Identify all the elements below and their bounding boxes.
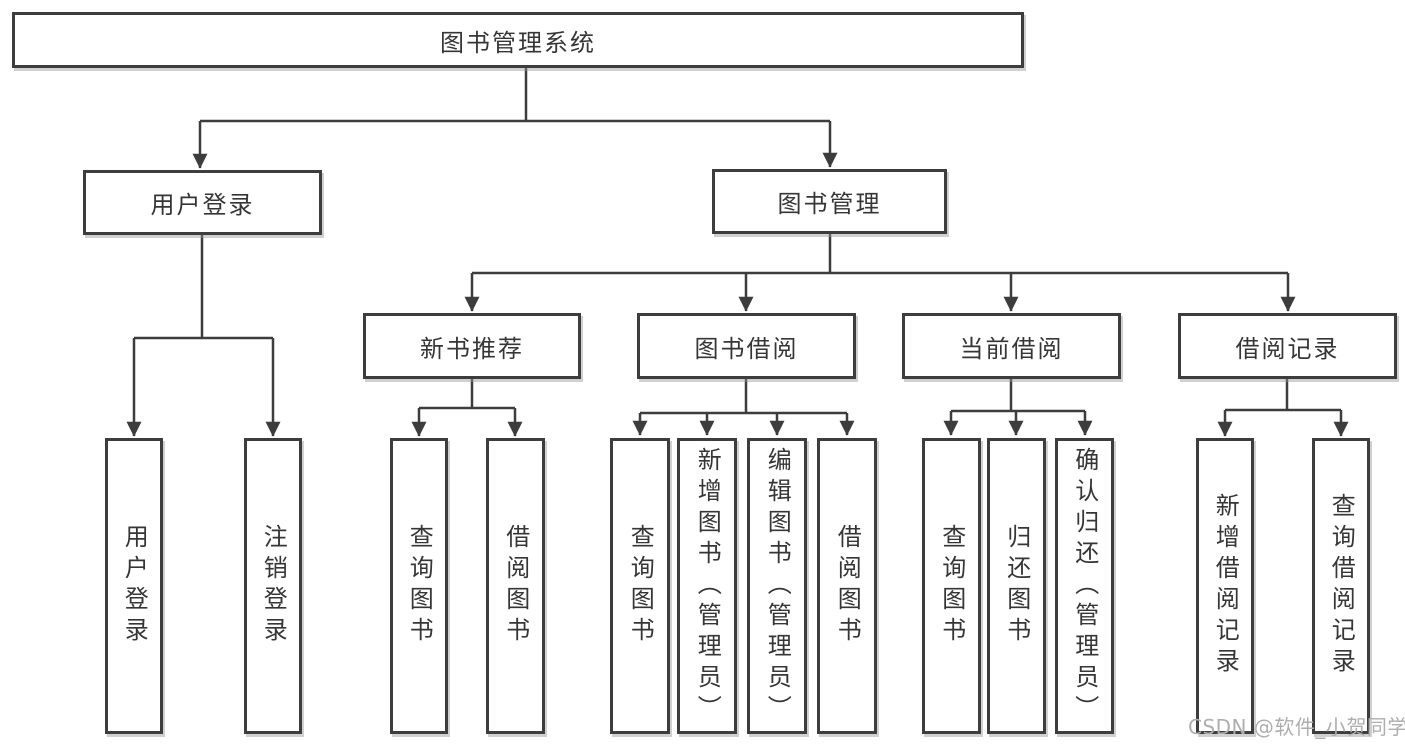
leaf-nbr-borrow-books: 借阅图书 bbox=[486, 438, 545, 734]
leaf-user-login: 用户登录 bbox=[105, 438, 163, 734]
node-book-borrow: 图书借阅 bbox=[637, 313, 856, 379]
leaf-bb-borrow-books-label: 借阅图书 bbox=[833, 524, 862, 648]
leaf-bb-edit-books-admin-label: 编辑图书（管理员） bbox=[763, 446, 792, 726]
leaf-br-add-record: 新增借阅记录 bbox=[1196, 438, 1254, 734]
node-user-login: 用户登录 bbox=[83, 170, 322, 235]
connector-user-login-trunk bbox=[134, 235, 273, 340]
leaf-br-add-record-label: 新增借阅记录 bbox=[1211, 493, 1240, 679]
leaf-bb-edit-books-admin: 编辑图书（管理员） bbox=[747, 438, 807, 734]
node-borrow-records-label: 借阅记录 bbox=[1235, 334, 1340, 363]
leaf-bb-borrow-books: 借阅图书 bbox=[817, 438, 877, 734]
connector-current-borrow-trunk bbox=[951, 379, 1085, 413]
node-current-borrow-label: 当前借阅 bbox=[959, 334, 1064, 363]
node-current-borrow: 当前借阅 bbox=[902, 313, 1121, 379]
leaf-nbr-borrow-books-label: 借阅图书 bbox=[501, 524, 530, 648]
leaf-bb-query-books: 查询图书 bbox=[610, 438, 670, 734]
leaf-bb-add-books-admin: 新增图书（管理员） bbox=[677, 438, 737, 734]
connector-root-trunk bbox=[200, 68, 830, 123]
leaf-user-login-label: 用户登录 bbox=[120, 524, 149, 648]
connector-book-borrow-trunk bbox=[640, 379, 847, 415]
node-borrow-records: 借阅记录 bbox=[1178, 313, 1397, 379]
leaf-cb-return-books: 归还图书 bbox=[987, 438, 1046, 734]
leaf-cb-query-books-label: 查询图书 bbox=[937, 524, 966, 648]
leaf-nbr-query-books: 查询图书 bbox=[390, 438, 448, 734]
node-book-management: 图书管理 bbox=[712, 169, 947, 234]
csdn-watermark: CSDN @软件_小贺同学 bbox=[1188, 715, 1405, 739]
connector-book-mgmt-trunk bbox=[472, 234, 1288, 275]
leaf-nbr-query-books-label: 查询图书 bbox=[405, 524, 434, 648]
node-book-management-label: 图书管理 bbox=[777, 190, 882, 218]
leaf-br-query-record: 查询借阅记录 bbox=[1312, 438, 1370, 734]
leaf-bb-query-books-label: 查询图书 bbox=[626, 524, 655, 648]
leaf-br-query-record-label: 查询借阅记录 bbox=[1327, 493, 1356, 679]
leaf-cb-confirm-return-admin-label: 确认归还（管理员） bbox=[1070, 446, 1099, 726]
leaf-cb-confirm-return-admin: 确认归还（管理员） bbox=[1055, 438, 1114, 734]
connector-new-book-rec-trunk bbox=[419, 379, 515, 410]
leaf-cb-return-books-label: 归还图书 bbox=[1002, 524, 1031, 648]
node-root-system-label: 图书管理系统 bbox=[440, 28, 596, 57]
leaf-logout: 注销登录 bbox=[244, 438, 302, 734]
node-root-system: 图书管理系统 bbox=[12, 12, 1024, 68]
node-book-borrow-label: 图书借阅 bbox=[694, 334, 799, 363]
leaf-cb-query-books: 查询图书 bbox=[922, 438, 981, 734]
connector-borrow-records-trunk bbox=[1225, 379, 1341, 412]
leaf-bb-add-books-admin-label: 新增图书（管理员） bbox=[693, 446, 722, 726]
node-new-book-recommend: 新书推荐 bbox=[363, 313, 581, 379]
node-user-login-label: 用户登录 bbox=[150, 191, 255, 219]
leaf-logout-label: 注销登录 bbox=[259, 524, 288, 648]
node-new-book-recommend-label: 新书推荐 bbox=[420, 334, 524, 363]
